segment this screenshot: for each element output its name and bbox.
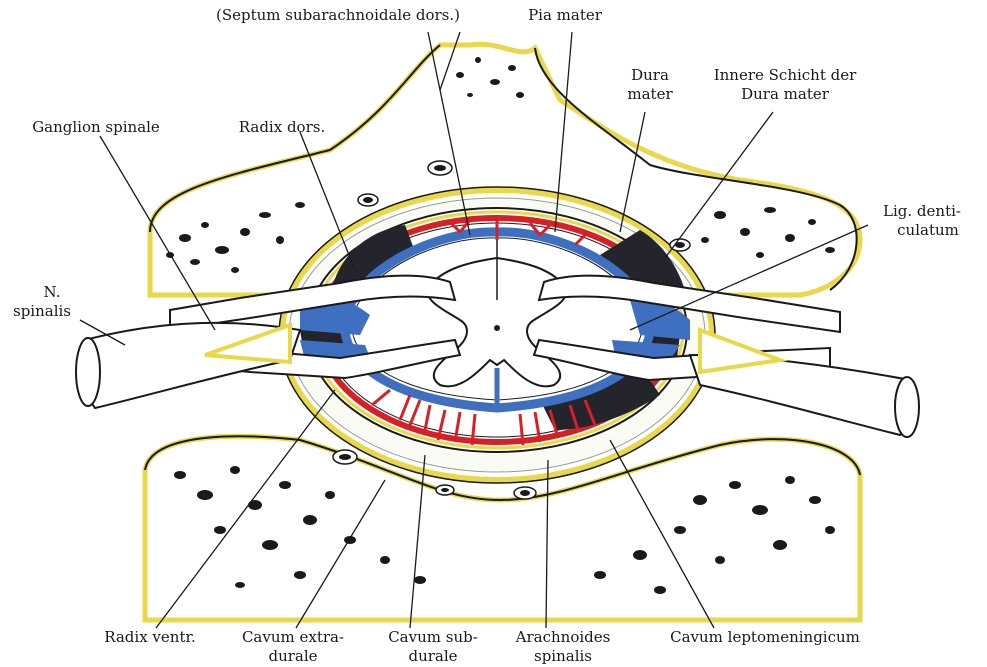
label-dura-line2: mater (627, 85, 673, 103)
right-nerve-cut-end (895, 377, 919, 437)
label-n-spinalis-line1: N. (44, 283, 61, 301)
label-n-spinalis-line2: spinalis (13, 302, 71, 320)
label-innere-schicht-line1: Innere Schicht der (714, 66, 857, 84)
central-canal (494, 325, 500, 331)
label-lig-denticulatum-line2: culatum (897, 221, 959, 239)
label-dura-line1: Dura (631, 66, 669, 84)
label-cavum-extradurale-line2: durale (268, 647, 317, 665)
label-cavum-leptomeningicum: Cavum leptomeningicum (670, 628, 860, 646)
label-cavum-subdurale-line1: Cavum sub- (388, 628, 478, 646)
label-radix-ventr: Radix ventr. (104, 628, 196, 646)
label-cavum-subdurale-line2: durale (408, 647, 457, 665)
label-pia-mater: Pia mater (528, 6, 603, 24)
label-ganglion-spinale: Ganglion spinale (32, 118, 160, 136)
left-nerve-cut-end (76, 338, 100, 406)
label-cavum-extradurale-line1: Cavum extra- (242, 628, 344, 646)
label-arachnoides-line1: Arachnoides (515, 628, 611, 646)
label-radix-dors: Radix dors. (239, 118, 325, 136)
label-innere-schicht-line2: Dura mater (741, 85, 830, 103)
label-arachnoides-line2: spinalis (534, 647, 592, 665)
label-septum-subarachnoidale: (Septum subarachnoidale dors.) (216, 6, 460, 24)
label-lig-denticulatum-line1: Lig. denti- (883, 202, 961, 220)
